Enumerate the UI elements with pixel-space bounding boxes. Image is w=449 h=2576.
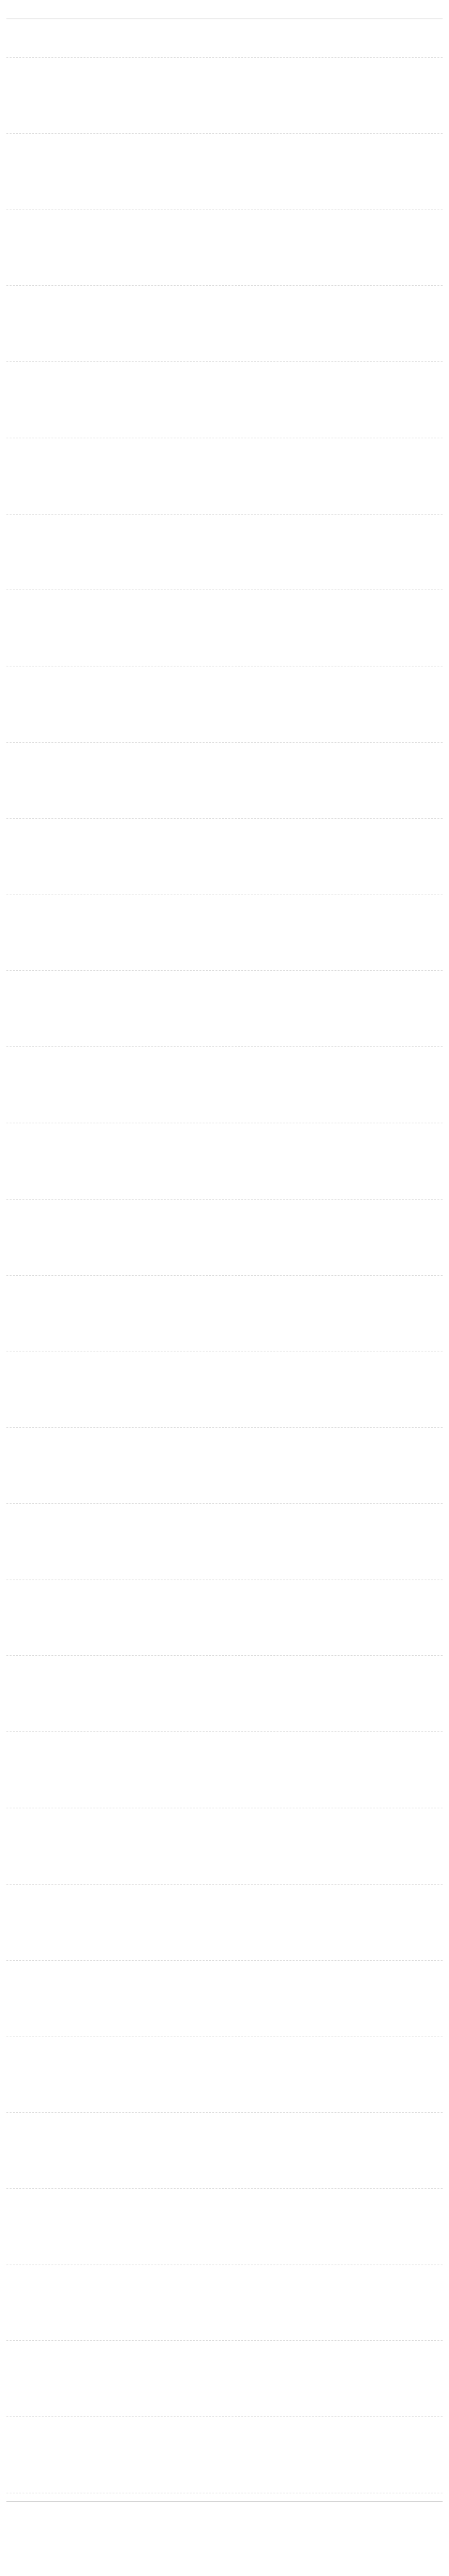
paragraph bbox=[6, 1091, 443, 1123]
paragraph bbox=[6, 1244, 443, 1276]
footer-line bbox=[6, 2518, 443, 2532]
paragraph bbox=[6, 26, 443, 58]
paragraph bbox=[6, 2309, 443, 2341]
paragraph bbox=[6, 1548, 443, 1580]
paragraph bbox=[6, 1472, 443, 1504]
paragraph bbox=[6, 330, 443, 363]
paragraph bbox=[6, 1929, 443, 1961]
paragraph bbox=[6, 102, 443, 134]
footer-line bbox=[6, 2547, 443, 2558]
paragraph bbox=[6, 483, 443, 515]
paragraph bbox=[6, 1624, 443, 1656]
paragraph bbox=[6, 1853, 443, 1885]
paragraph bbox=[6, 2081, 443, 2113]
paragraph bbox=[6, 711, 443, 743]
paragraph bbox=[6, 406, 443, 438]
site-footer bbox=[6, 2501, 443, 2570]
paragraph bbox=[6, 634, 443, 667]
paragraph bbox=[6, 863, 443, 895]
paragraph bbox=[6, 1168, 443, 1200]
paragraph bbox=[6, 1319, 443, 1352]
paragraph bbox=[6, 1776, 443, 1808]
site-header bbox=[6, 4, 443, 19]
article-body bbox=[6, 26, 443, 2493]
paragraph bbox=[6, 787, 443, 819]
paragraph bbox=[6, 558, 443, 591]
paragraph bbox=[6, 2461, 443, 2493]
paragraph bbox=[6, 2157, 443, 2189]
paragraph bbox=[6, 1015, 443, 1048]
paragraph bbox=[6, 254, 443, 286]
paragraph bbox=[6, 1396, 443, 1428]
paragraph bbox=[6, 2004, 443, 2037]
footer-line bbox=[6, 2558, 443, 2570]
paragraph bbox=[6, 178, 443, 210]
footer-line bbox=[6, 2532, 443, 2547]
paragraph bbox=[6, 1700, 443, 1733]
paragraph bbox=[6, 2233, 443, 2265]
paragraph bbox=[6, 2385, 443, 2418]
footer-line bbox=[6, 2507, 443, 2518]
paragraph bbox=[6, 939, 443, 971]
